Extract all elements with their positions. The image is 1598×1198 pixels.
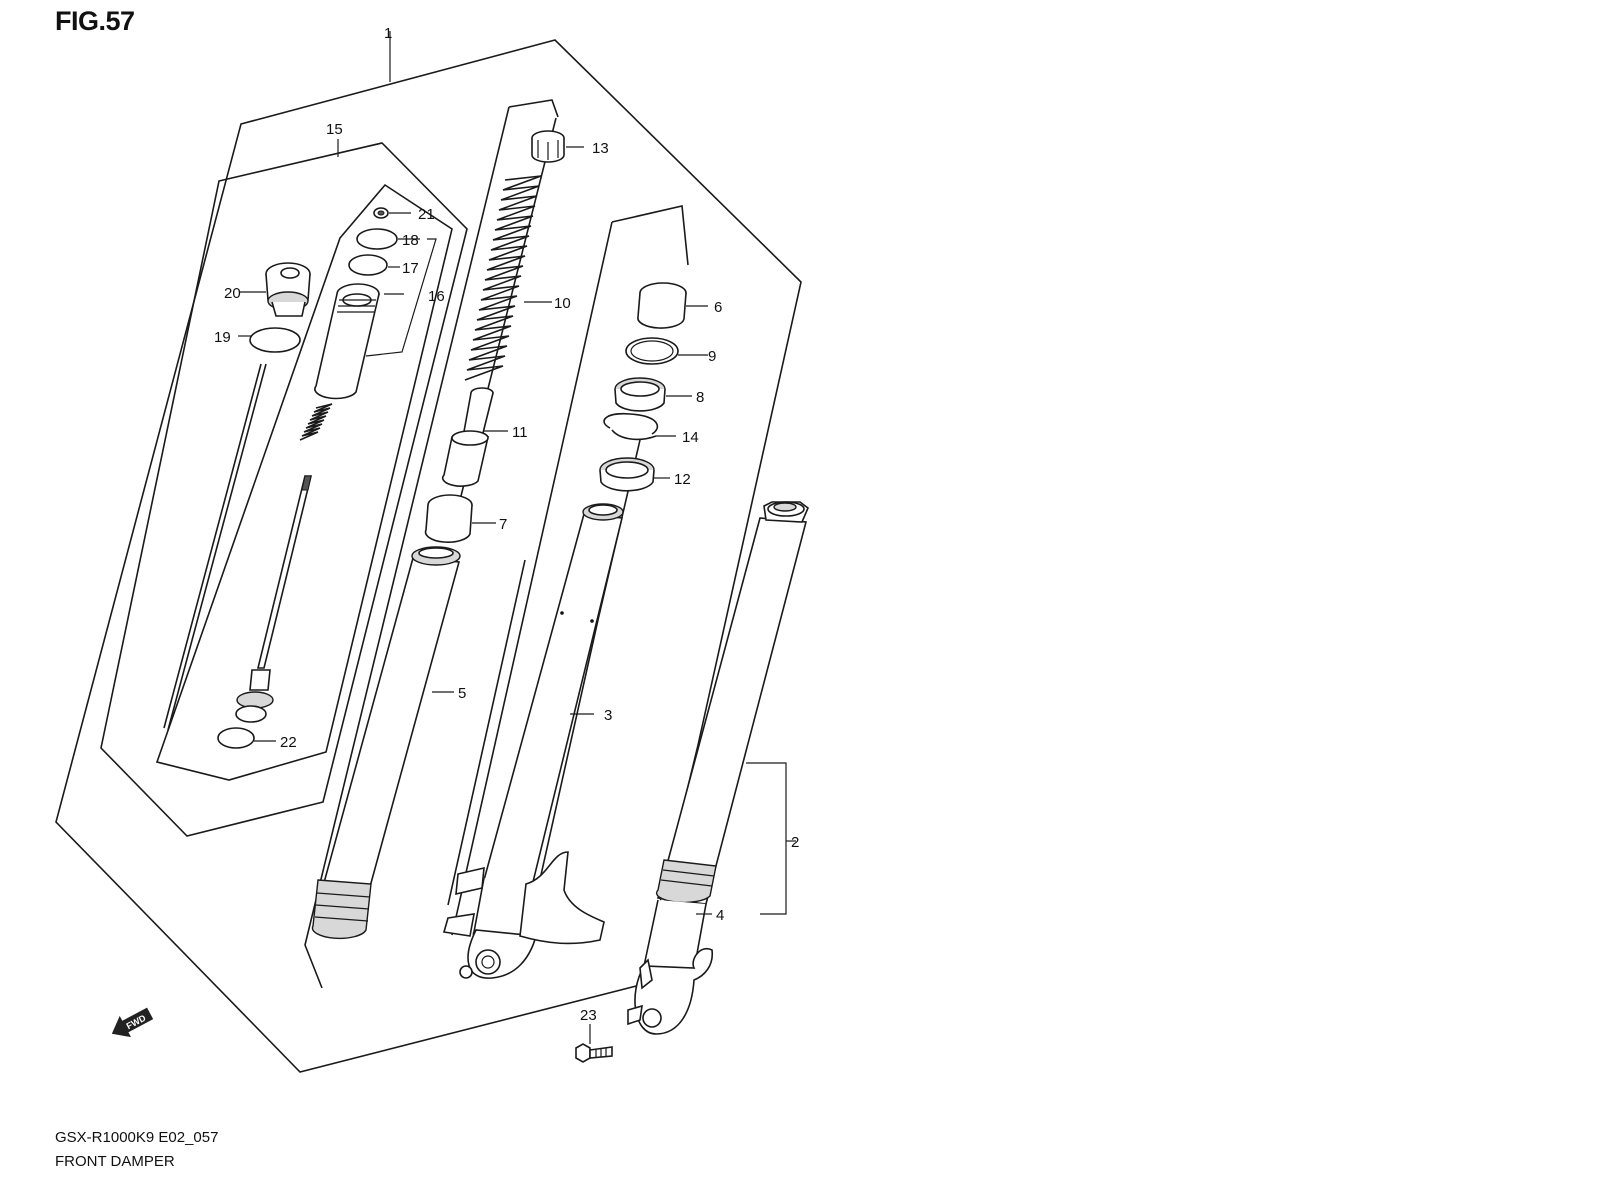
leader-lines [238, 146, 796, 1044]
callout-21: 21 [418, 206, 435, 223]
part-3-outer-tube [442, 503, 624, 979]
part-6-bushing [637, 282, 687, 329]
callout-20: 20 [224, 285, 241, 302]
part-19-oring [249, 327, 301, 353]
diagram-caption: FRONT DAMPER [55, 1153, 175, 1170]
callout-7: 7 [499, 516, 507, 533]
damper-rod-assembly [235, 475, 313, 723]
part-10-fork-spring [464, 175, 542, 381]
model-code: GSX-R1000K9 E02_057 [55, 1129, 219, 1146]
callout-18: 18 [402, 232, 419, 249]
part-11-spacer [441, 387, 494, 487]
assembly-outline-3 [451, 205, 689, 961]
assembly-outline-16 [155, 183, 453, 781]
part-2-4-fork-assembly [627, 501, 809, 1035]
part-17-oring [348, 254, 388, 276]
callout-9: 9 [708, 348, 716, 365]
callout-10: 10 [554, 295, 571, 312]
callout-1: 1 [384, 25, 392, 42]
assembly-outline-10-11 [304, 99, 559, 989]
callout-16: 16 [428, 288, 445, 305]
callout-5: 5 [458, 685, 466, 702]
part-7-bushing [424, 494, 473, 543]
callout-12: 12 [674, 471, 691, 488]
part-18-oring [356, 228, 398, 250]
part-13-adjuster [531, 130, 565, 163]
callout-14: 14 [682, 429, 699, 446]
part-22-ring [217, 727, 255, 749]
callout-8: 8 [696, 389, 704, 406]
callout-6: 6 [714, 299, 722, 316]
callout-numbers: 1 2 3 4 5 6 7 8 9 10 11 12 13 14 15 16 1… [214, 25, 799, 1024]
callout-13: 13 [592, 140, 609, 157]
callout-2: 2 [791, 834, 799, 851]
callout-22: 22 [280, 734, 297, 751]
part-5-inner-tube [311, 546, 461, 940]
damper-rod-long [163, 363, 267, 731]
callout-23: 23 [580, 1007, 597, 1024]
part-14-stopper-ring [603, 412, 659, 441]
part-23-bolt [575, 1043, 613, 1063]
part-16-cartridge [314, 283, 380, 400]
part-8-oil-seal [614, 377, 666, 412]
part-20-cap-bolt [265, 262, 311, 317]
fwd-arrow-icon: FWD [111, 1007, 154, 1038]
callout-4: 4 [716, 907, 724, 924]
part-9-seal-ring [625, 337, 679, 365]
part-12-dust-seal [599, 457, 655, 492]
callout-3: 3 [604, 707, 612, 724]
callout-11: 11 [512, 424, 528, 441]
callout-19: 19 [214, 329, 231, 346]
assembly-outline-15 [100, 142, 468, 837]
small-spring [299, 403, 333, 441]
callout-15: 15 [326, 121, 343, 138]
callout-17: 17 [402, 260, 419, 277]
figure-title: FIG.57 [55, 6, 135, 36]
part-21-nut [373, 207, 389, 219]
